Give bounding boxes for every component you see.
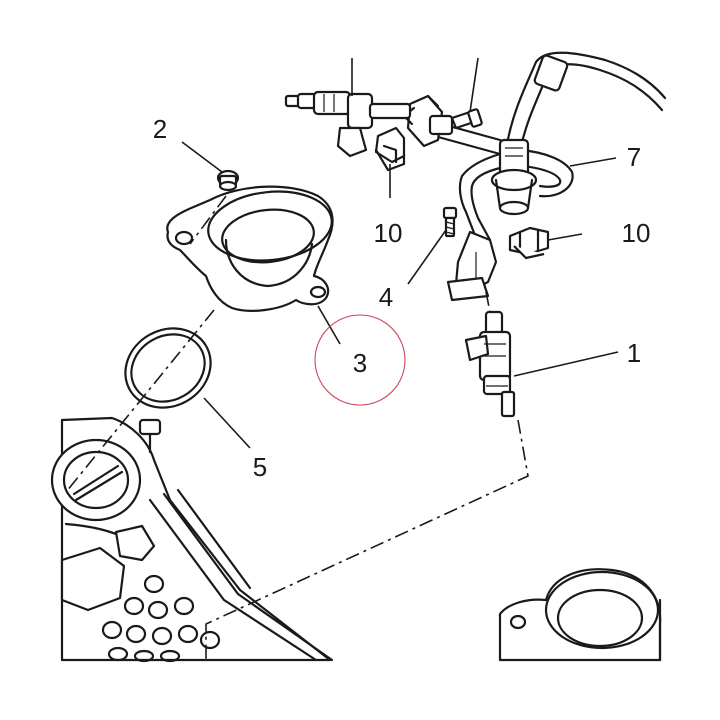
callout-3: 3 [353,348,367,378]
bolt-4 [442,206,458,238]
centerline-bracket [485,291,491,313]
manifold-hole-grid [101,574,221,663]
lower-right-flange [498,568,662,662]
upper-injector [284,90,412,158]
bolt-2 [216,169,240,192]
callout-5: 5 [253,452,267,482]
injector-clip-right [508,226,550,260]
centerline-bolt-2 [189,195,227,245]
callout-10-right: 10 [622,218,651,248]
callout-1: 1 [627,338,641,368]
callout-10-upper: 10 [374,218,403,248]
fuel-rail-union [490,138,538,216]
rail-bracket [402,94,454,148]
centerline-flange-to-manifold [65,309,215,493]
o-ring-seal-5 [124,327,212,409]
injector-clip-upper [374,126,406,172]
injector-1 [464,310,516,418]
callout-7: 7 [627,142,641,172]
centerline-injector [205,419,529,660]
flange-adapter-3 [166,185,334,312]
highlight-circle [314,314,406,406]
callout-4: 4 [379,282,393,312]
intake-manifold [50,416,334,663]
callout-2: 2 [153,114,167,144]
rail-bolt [450,108,483,130]
leader-lines [181,57,619,449]
injector-mount-bracket [446,230,498,302]
